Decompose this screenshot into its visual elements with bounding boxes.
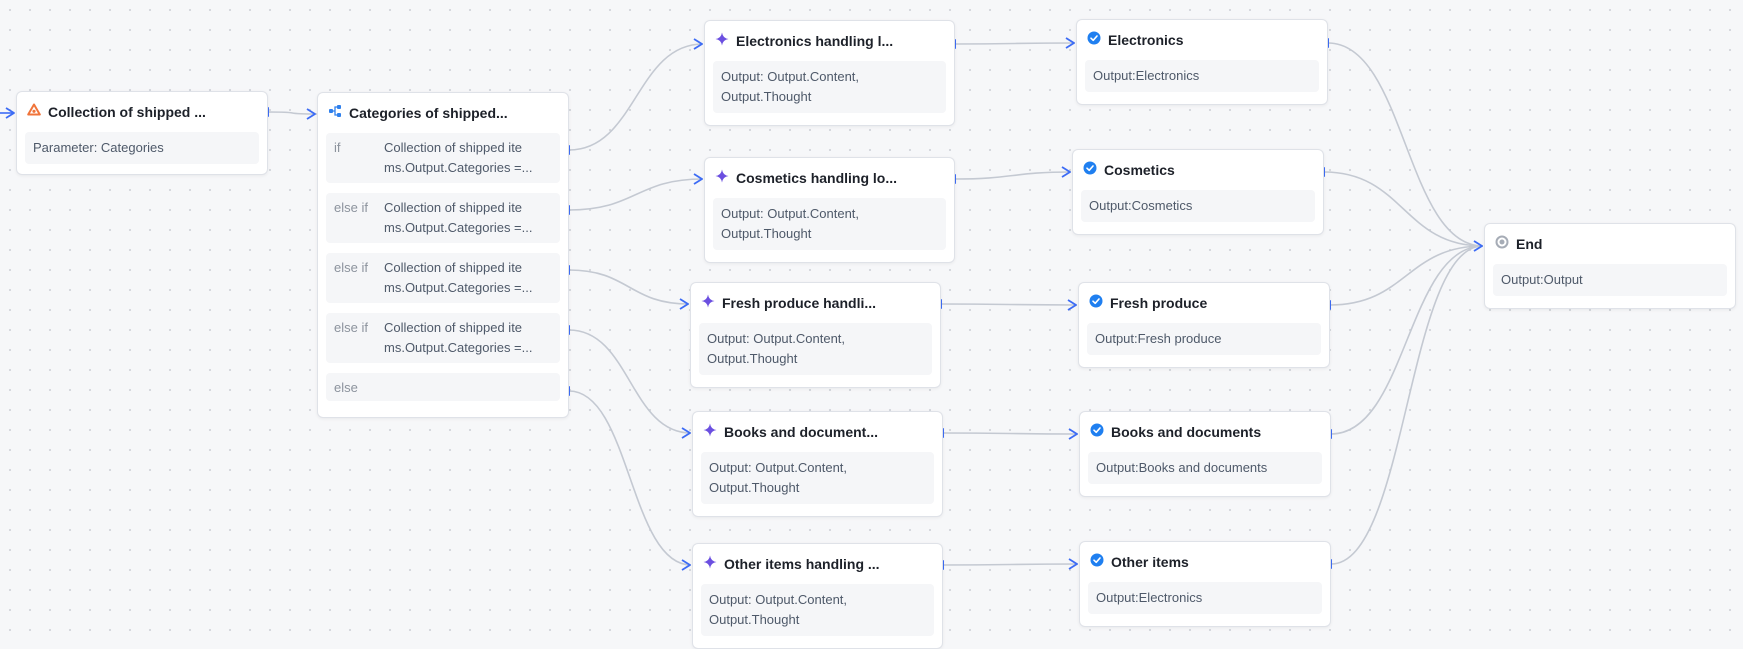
edge-branch-to-llm-0 <box>568 43 704 151</box>
output-node-electronics[interactable]: Electronics Output:Electronics <box>1076 19 1328 105</box>
edge-llm-to-output-0 <box>954 42 1076 45</box>
output-node-other-items[interactable]: Other items Output:Electronics <box>1079 541 1331 627</box>
input-port-arrow[interactable] <box>306 108 316 120</box>
llm-node-cosmetics[interactable]: Cosmetics handling lo... Output: Output.… <box>704 157 955 263</box>
output-node-title: Other items <box>1111 554 1189 570</box>
output-node-value: Output:Electronics <box>1088 582 1322 614</box>
end-node-title: End <box>1516 236 1543 252</box>
input-port-arrow[interactable] <box>5 107 15 119</box>
llm-node-title: Books and document... <box>724 424 879 440</box>
llm-node-output: Output: Output.Content,Output.Thought <box>701 584 934 636</box>
input-port-arrow[interactable] <box>1068 558 1078 570</box>
start-node[interactable]: Collection of shipped ... Parameter: Cat… <box>16 91 268 175</box>
input-port-arrow[interactable] <box>681 559 691 571</box>
end-node[interactable]: End Output:Output <box>1484 223 1736 309</box>
edge-output-to-end-1 <box>1323 171 1484 247</box>
edge-branch-to-llm-4 <box>568 390 692 566</box>
condition-keyword: else if <box>334 200 368 215</box>
input-port-arrow[interactable] <box>693 38 703 50</box>
input-port-arrow[interactable] <box>681 427 691 439</box>
condition-keyword: else if <box>334 260 368 275</box>
llm-node-title: Fresh produce handli... <box>722 295 877 311</box>
branch-node-title: Categories of shipped... <box>349 105 508 121</box>
edge-branch-to-llm-1 <box>568 178 704 211</box>
input-port-arrow[interactable] <box>1067 299 1077 311</box>
llm-node-output: Output: Output.Content,Output.Thought <box>699 323 932 375</box>
llm-node-electronics[interactable]: Electronics handling l... Output: Output… <box>704 20 955 126</box>
sparkle-icon <box>701 294 715 313</box>
output-node-books[interactable]: Books and documents Output:Books and doc… <box>1079 411 1331 497</box>
output-node-title: Fresh produce <box>1110 295 1208 311</box>
llm-node-title: Cosmetics handling lo... <box>736 170 898 186</box>
edge-output-to-end-0 <box>1327 42 1484 247</box>
sparkle-icon <box>715 169 729 188</box>
edge-branch-to-llm-2 <box>568 269 690 305</box>
output-node-title: Books and documents <box>1111 424 1262 440</box>
input-port-arrow[interactable] <box>693 173 703 185</box>
output-node-fresh-produce[interactable]: Fresh produce Output:Fresh produce <box>1078 282 1330 368</box>
start-icon <box>27 103 41 122</box>
check-circle-icon <box>1089 294 1103 313</box>
condition-keyword: else <box>334 380 358 395</box>
output-node-value: Output:Books and documents <box>1088 452 1322 484</box>
condition-keyword: if <box>334 140 341 155</box>
llm-node-other-items[interactable]: Other items handling ... Output: Output.… <box>692 543 943 649</box>
edge-output-to-end-4 <box>1330 245 1484 565</box>
check-circle-icon <box>1087 31 1101 50</box>
output-node-title: Electronics <box>1108 32 1184 48</box>
sparkle-icon <box>703 555 717 574</box>
input-port-arrow[interactable] <box>1068 428 1078 440</box>
end-node-output: Output:Output <box>1493 264 1727 296</box>
input-port-arrow[interactable] <box>1065 37 1075 49</box>
edge-llm-to-output-1 <box>954 171 1072 180</box>
output-node-value: Output:Cosmetics <box>1081 190 1315 222</box>
edge-llm-to-output-2 <box>940 303 1078 306</box>
output-node-cosmetics[interactable]: Cosmetics Output:Cosmetics <box>1072 149 1324 235</box>
sparkle-icon <box>715 32 729 51</box>
input-port-arrow[interactable] <box>1061 166 1071 178</box>
start-node-title: Collection of shipped ... <box>48 104 206 120</box>
branch-node[interactable]: Categories of shipped... if Collection o… <box>317 92 569 418</box>
check-circle-icon <box>1083 161 1097 180</box>
branch-icon <box>328 104 342 123</box>
llm-node-title: Electronics handling l... <box>736 33 894 49</box>
edge-llm-to-output-4 <box>942 563 1079 566</box>
output-node-title: Cosmetics <box>1104 162 1175 178</box>
llm-node-output: Output: Output.Content,Output.Thought <box>713 61 946 113</box>
input-port-arrow[interactable] <box>1473 240 1483 252</box>
llm-node-books[interactable]: Books and document... Output: Output.Con… <box>692 411 943 517</box>
edge-start-to-branch <box>267 111 318 115</box>
llm-node-fresh-produce[interactable]: Fresh produce handli... Output: Output.C… <box>690 282 941 388</box>
sparkle-icon <box>703 423 717 442</box>
llm-node-output: Output: Output.Content,Output.Thought <box>701 452 934 504</box>
edge-output-to-end-2 <box>1329 245 1484 306</box>
check-circle-icon <box>1090 553 1104 572</box>
edge-llm-to-output-3 <box>942 432 1079 435</box>
llm-node-title: Other items handling ... <box>724 556 880 572</box>
start-node-param: Parameter: Categories <box>25 132 259 164</box>
output-node-value: Output:Fresh produce <box>1087 323 1321 355</box>
input-port-arrow[interactable] <box>679 298 689 310</box>
condition-else[interactable]: else <box>326 373 560 401</box>
llm-node-output: Output: Output.Content,Output.Thought <box>713 198 946 250</box>
edge-output-to-end-3 <box>1330 245 1484 435</box>
end-icon <box>1495 235 1509 254</box>
check-circle-icon <box>1090 423 1104 442</box>
output-node-value: Output:Electronics <box>1085 60 1319 92</box>
condition-keyword: else if <box>334 320 368 335</box>
edge-branch-to-llm-3 <box>568 329 692 434</box>
